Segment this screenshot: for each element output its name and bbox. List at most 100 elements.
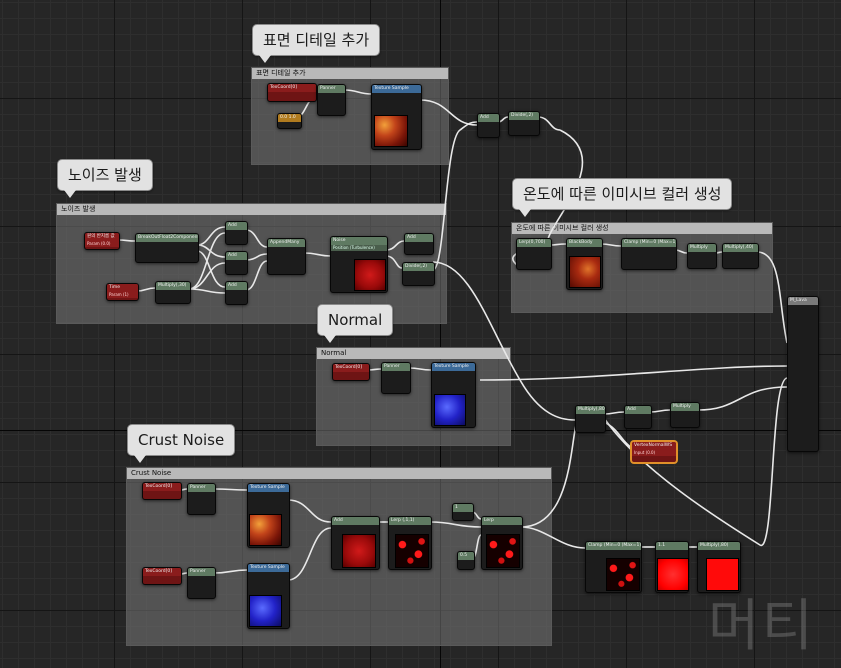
node-title: Multiply(,30) (156, 282, 190, 290)
node-title: Add (405, 234, 433, 242)
node-texture-sample-crust-1[interactable]: Texture Sample (247, 483, 290, 548)
node-title: Add (226, 252, 247, 260)
node-texture-sample-crust-2[interactable]: Texture Sample (247, 563, 290, 629)
node-title: Noise (331, 237, 387, 245)
node-title: Multiply(,80) (698, 542, 740, 550)
node-clamp-crust[interactable]: Clamp (Min=0 (Max=1)) (585, 541, 642, 593)
node-add-4[interactable]: Add (404, 233, 434, 255)
node-title: M_Lava (788, 297, 818, 305)
node-texture-sample[interactable]: Texture Sample (371, 84, 422, 150)
node-blackbody[interactable]: BlackBody (566, 238, 603, 290)
node-texcoord-crust-2[interactable]: TexCoord[0] (142, 567, 182, 585)
node-texcoord[interactable]: TexCoord[0] (267, 83, 317, 102)
node-title: Clamp (Min=0 (Max=1)) (622, 239, 676, 247)
node-add-3[interactable]: Add (225, 281, 248, 305)
node-vertex-normal[interactable]: VertexNormalWS Input (0.0) (631, 441, 677, 463)
node-clamp[interactable]: Clamp (Min=0 (Max=1)) (621, 238, 677, 270)
add-preview (342, 534, 376, 568)
node-panner-crust-2[interactable]: Panner (187, 567, 216, 599)
node-subtitle: Param (0.0) (85, 241, 119, 247)
node-lerp[interactable]: Lerp (481, 516, 523, 570)
node-title: 0.0 1.0 (278, 114, 301, 122)
node-title: Lerp (482, 517, 522, 525)
node-title: Add (478, 114, 499, 122)
origin-axis-vertical (440, 0, 441, 668)
node-title: Multiply(,80) (576, 406, 605, 414)
node-append-many[interactable]: AppendMany (267, 238, 306, 275)
node-title: 1.1 (656, 542, 688, 550)
power-preview (657, 558, 689, 591)
comment-bubble-surface[interactable]: 표면 디테일 추가 (252, 24, 381, 63)
crust-preview-1 (249, 514, 282, 546)
node-multiply-30[interactable]: Multiply(,30) (155, 281, 191, 304)
watermark-text: 머티 (708, 594, 816, 659)
node-texture-sample-normal[interactable]: Texture Sample (431, 362, 476, 428)
node-subtitle: Position (Turbulence) (331, 245, 387, 251)
normal-preview (434, 394, 466, 426)
node-lerp-700[interactable]: Lerp(0,700) (516, 238, 552, 270)
node-title: Add (226, 282, 247, 290)
node-param-radius[interactable]: 원의 반지름 값 Param (0.0) (84, 232, 120, 250)
node-material-output[interactable]: M_Lava (787, 296, 819, 452)
node-panner-crust-1[interactable]: Panner (187, 483, 216, 515)
node-constant-half[interactable]: 0.5 (457, 551, 475, 570)
node-panner[interactable]: Panner (317, 84, 346, 116)
node-title: Panner (188, 484, 215, 492)
node-title: 0.5 (458, 552, 474, 560)
node-add-1[interactable]: Add (225, 221, 248, 245)
node-add-2[interactable]: Add (225, 251, 248, 275)
node-title: BlackBody (567, 239, 602, 247)
crust-preview-2 (249, 595, 282, 627)
node-title: Panner (318, 85, 345, 93)
node-title: Multiply (688, 244, 716, 252)
node-add[interactable]: Add (477, 113, 500, 138)
texture-preview (374, 115, 408, 147)
multiply-preview (706, 558, 739, 591)
node-title: Add (226, 222, 247, 230)
node-constant-one[interactable]: 1 (452, 503, 474, 521)
comment-header: Crust Noise (127, 468, 551, 479)
node-multiply-final[interactable]: Multiply (670, 402, 700, 428)
node-texcoord-normal[interactable]: TexCoord[0] (332, 363, 370, 381)
node-texcoord-crust-1[interactable]: TexCoord[0] (142, 482, 182, 500)
node-add-mix[interactable]: Add (624, 405, 652, 429)
node-lerp-small[interactable]: Lerp (,1,1) (388, 516, 432, 570)
node-title: 원의 반지름 값 (85, 233, 119, 241)
comment-bubble-normal[interactable]: Normal (317, 304, 394, 343)
node-title: TexCoord[0] (333, 364, 369, 372)
node-title: Divide(,2) (403, 263, 434, 271)
node-multiply-crust[interactable]: Multiply(,80) (697, 541, 741, 593)
clamp-preview (606, 558, 640, 591)
node-title: Lerp (,1,1) (389, 517, 431, 525)
blackbody-preview (569, 256, 601, 288)
node-scalar[interactable]: 0.0 1.0 (277, 113, 302, 129)
node-subtitle: Input (0.0) (632, 450, 676, 456)
node-divide-2[interactable]: Divide(,2) (402, 262, 435, 286)
node-multiply-emissive[interactable]: Multiply (687, 243, 717, 269)
node-multiply-40[interactable]: Multiply(,40) (722, 243, 759, 269)
node-time[interactable]: Time Param (1) (106, 283, 139, 301)
comment-bubble-crust[interactable]: Crust Noise (127, 424, 236, 463)
node-divide[interactable]: Divide(,2) (508, 111, 540, 136)
node-break-out[interactable]: BreakOutFloat2Components (135, 233, 199, 263)
node-add-crust[interactable]: Add (331, 516, 380, 570)
lerp-preview (486, 534, 520, 568)
node-panner-normal[interactable]: Panner (381, 362, 411, 394)
node-title: TexCoord[0] (143, 568, 181, 576)
node-power[interactable]: 1.1 (655, 541, 689, 593)
node-title: Divide(,2) (509, 112, 539, 120)
node-title: Add (625, 406, 651, 414)
comment-header: Normal (317, 348, 510, 359)
node-title: Panner (188, 568, 215, 576)
comment-bubble-noise[interactable]: 노이즈 발생 (57, 159, 153, 198)
node-title: 1 (453, 504, 473, 512)
node-title: VertexNormalWS (632, 442, 676, 450)
noise-preview (354, 259, 386, 291)
node-noise[interactable]: Noise Position (Turbulence) (330, 236, 388, 293)
node-multiply-mix[interactable]: Multiply(,80) (575, 405, 606, 433)
lerp-small-preview (395, 534, 429, 568)
node-title: AppendMany (268, 239, 305, 247)
comment-bubble-emissive[interactable]: 온도에 따른 이미시브 컬러 생성 (512, 178, 733, 217)
